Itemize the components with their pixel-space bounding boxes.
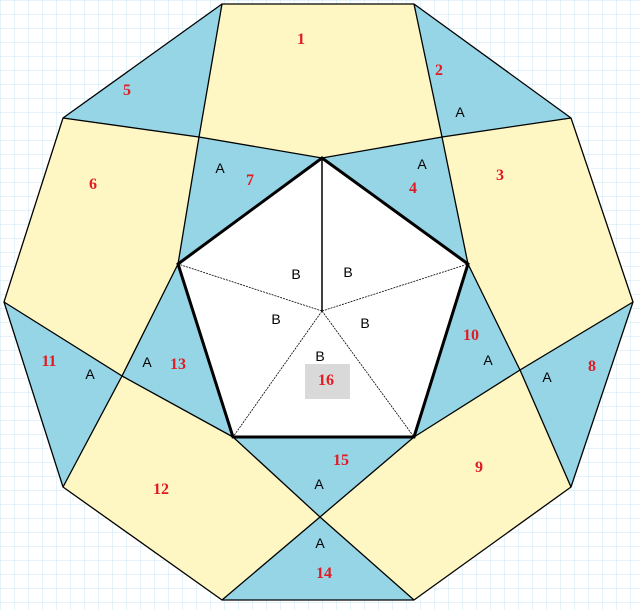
edge (121, 263, 179, 377)
label-3: 3 (496, 167, 504, 184)
letter-a: A (542, 369, 552, 385)
piece-12 (63, 376, 320, 600)
letter-a: A (215, 160, 225, 176)
piece-10 (414, 264, 520, 437)
edge (121, 375, 234, 438)
letter-a: A (314, 476, 324, 492)
label-16: 16 (318, 372, 334, 389)
piece-1 (199, 4, 442, 158)
label-bg (328, 252, 382, 284)
piece-11 (4, 302, 122, 487)
label-15: 15 (333, 452, 349, 469)
letter-b: B (360, 315, 369, 331)
label-2: 2 (435, 62, 443, 79)
piece-6 (4, 118, 199, 376)
label-10: 10 (463, 327, 479, 344)
spoke (232, 310, 323, 438)
spoke (321, 263, 469, 312)
label-7: 7 (246, 172, 254, 189)
label-4: 4 (409, 180, 417, 197)
letter-a: A (417, 156, 427, 172)
label-1: 1 (297, 31, 305, 48)
label-13: 13 (170, 356, 186, 373)
piece-8 (520, 302, 633, 487)
letter-a: A (315, 535, 325, 551)
piece-13 (122, 264, 233, 437)
label-bg (356, 316, 410, 354)
pentagon-outline (176, 156, 470, 439)
label-12: 12 (153, 481, 169, 498)
letter-b: B (343, 264, 352, 280)
number-16-highlight (305, 364, 350, 399)
piece-2 (414, 4, 571, 137)
label-5: 5 (123, 82, 131, 99)
label-8: 8 (588, 358, 596, 375)
edge (413, 369, 521, 438)
piece-4 (322, 137, 468, 264)
piece-5 (63, 4, 222, 137)
letter-a: A (483, 352, 493, 368)
label-9: 9 (475, 459, 483, 476)
piece-14 (222, 517, 414, 600)
label-14: 14 (316, 565, 332, 582)
letter-b: B (315, 348, 324, 364)
spoke (321, 310, 415, 438)
piece-15 (233, 437, 414, 517)
edge (467, 263, 521, 371)
edge (177, 136, 200, 265)
piece-16-pentagon (178, 158, 468, 437)
letter-b: B (271, 311, 280, 327)
spoke (177, 263, 323, 312)
piece-7 (178, 137, 322, 264)
piece-9 (320, 370, 571, 600)
edge (441, 136, 469, 265)
label-bg (232, 305, 284, 341)
letter-a: A (85, 366, 95, 382)
label-bg (264, 238, 316, 276)
letter-a: A (455, 104, 465, 120)
edge (221, 516, 415, 601)
label-11: 11 (41, 353, 56, 370)
letter-b: B (291, 266, 300, 282)
pentagon-spokes (177, 263, 469, 438)
label-6: 6 (89, 176, 97, 193)
letter-a: A (142, 354, 152, 370)
thin-outlines (3, 3, 634, 601)
